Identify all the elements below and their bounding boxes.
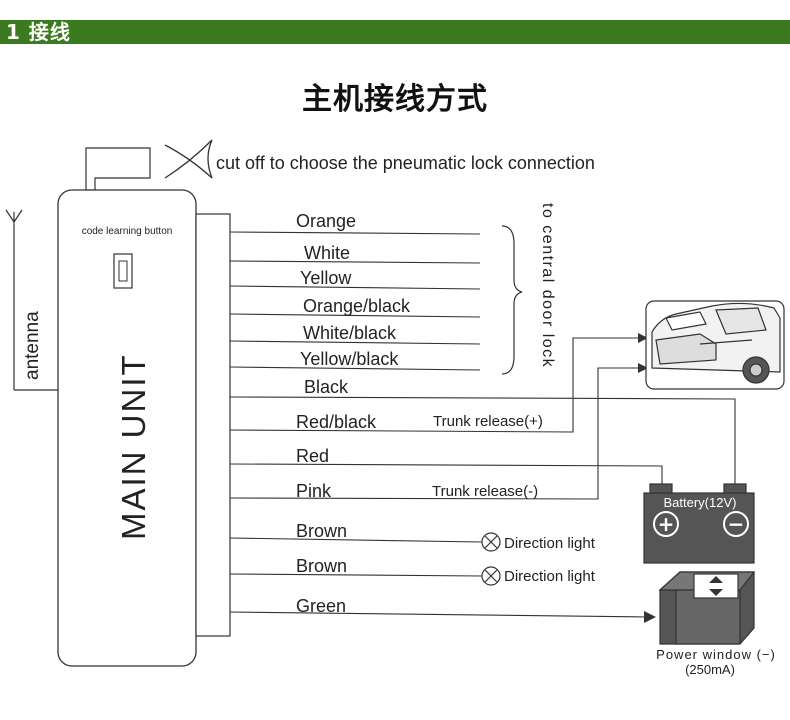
arrowheads — [638, 333, 656, 623]
wire-label-pink: Pink — [296, 481, 332, 501]
wire-red — [229, 463, 663, 484]
wire-yellow — [229, 285, 481, 290]
wire-label-black: Black — [304, 377, 349, 397]
wire-brown-1 — [229, 537, 483, 543]
arrow-power-window — [644, 611, 656, 623]
wire-black — [229, 396, 736, 484]
header-banner: 1 接线 — [0, 0, 790, 44]
central-lock-brace — [501, 225, 523, 375]
direction-light-label-2: Direction light — [504, 568, 596, 585]
arrow-trunk-pos — [638, 333, 648, 343]
car-trunk-icon — [645, 300, 785, 390]
wire-yellow-black — [229, 366, 481, 371]
wire-orange — [229, 231, 481, 235]
wire-label-white-black: White/black — [303, 323, 397, 343]
wire-white-black — [229, 340, 481, 345]
wire-label-red-black: Red/black — [296, 412, 377, 432]
wire-green — [229, 611, 649, 618]
wire-label-brown-1: Brown — [296, 521, 347, 541]
code-learning-button-label: code learning button — [82, 226, 173, 237]
trunk-release-pos-label: Trunk release(+) — [433, 413, 543, 430]
wire-label-yellow-black: Yellow/black — [300, 349, 399, 369]
wire-label-brown-2: Brown — [296, 556, 347, 576]
battery-icon — [643, 483, 755, 564]
trunk-release-neg-label: Trunk release(-) — [432, 483, 538, 500]
banner-title: 1 接线 — [6, 20, 71, 44]
wire-orange-black — [229, 313, 481, 318]
wire-label-green: Green — [296, 596, 346, 616]
wire-white — [229, 260, 481, 264]
wire-label-white: White — [304, 243, 350, 263]
pneumatic-connector — [85, 147, 151, 191]
banner-bar — [0, 20, 790, 44]
wire-brown-2 — [229, 573, 483, 577]
battery-minus-sign: − — [728, 512, 745, 536]
scissors-icon — [164, 139, 213, 179]
wire-label-yellow: Yellow — [300, 268, 352, 288]
diagram-title: 主机接线方式 — [302, 82, 488, 117]
direction-light-icon-1 — [481, 532, 501, 552]
antenna-label: antenna — [22, 311, 43, 380]
power-window-icon — [658, 571, 756, 645]
direction-light-icon-2 — [481, 566, 501, 586]
wire-pink — [229, 367, 640, 500]
wire-lines — [229, 231, 736, 618]
main-unit-label: MAIN UNIT — [115, 353, 152, 540]
wire-red-black — [229, 337, 640, 433]
cut-note: cut off to choose the pneumatic lock con… — [216, 153, 595, 173]
power-window-current: (250mA) — [685, 662, 735, 677]
power-window-label: Power window (−) — [656, 647, 776, 662]
central-lock-label: to central door lock — [539, 203, 556, 368]
battery-plus-sign: + — [658, 512, 675, 536]
direction-light-label-1: Direction light — [504, 535, 596, 552]
wire-harness — [195, 213, 231, 637]
wire-label-red: Red — [296, 446, 329, 466]
antenna-icon — [5, 209, 58, 391]
battery-label: Battery(12V) — [664, 495, 737, 510]
arrow-trunk-neg — [638, 363, 648, 373]
wire-label-orange: Orange — [296, 211, 356, 231]
wire-label-orange-black: Orange/black — [303, 296, 411, 316]
button-slot — [118, 260, 128, 282]
